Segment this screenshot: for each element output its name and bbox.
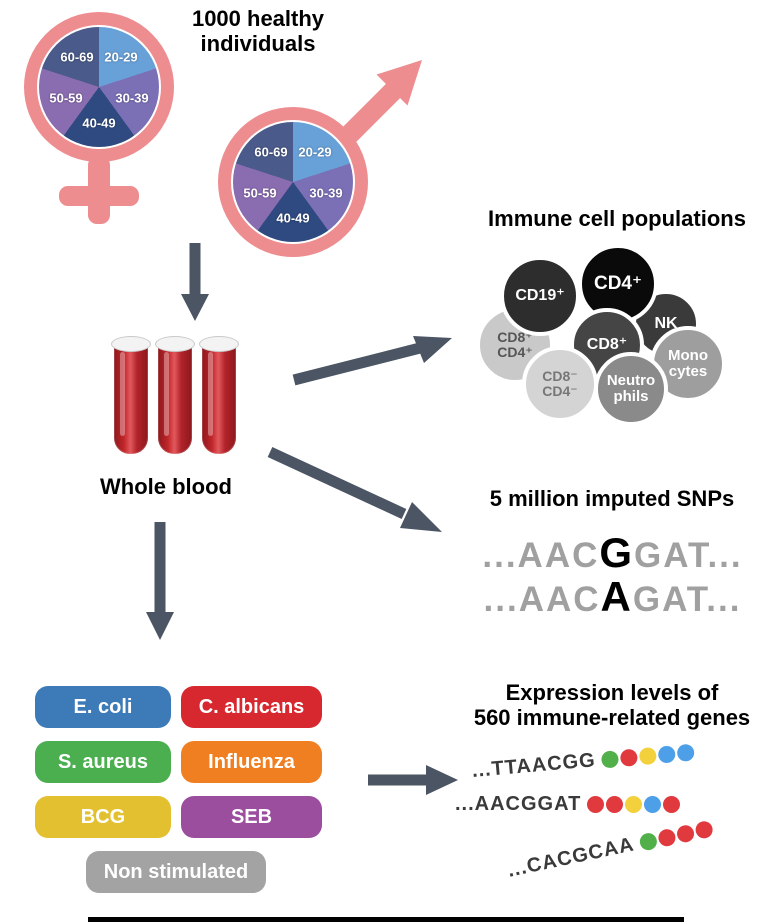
arrow-stimuli-to-expression: [368, 765, 458, 795]
bottom-border: [88, 917, 684, 922]
male-age-pie: 20-29 30-39 40-49 50-59 60-69: [233, 122, 353, 242]
expression-title: Expression levels of 560 immune-related …: [473, 680, 751, 731]
blood-tube: [111, 336, 151, 454]
snp-sequence-2: ...AACAGAT...: [440, 576, 771, 618]
stimulus-label: E. coli: [73, 695, 133, 718]
expression-sequence: ...AACGGAT: [455, 793, 582, 815]
male-symbol-arrow: [340, 60, 422, 144]
immune-cells-title: Immune cell populations: [488, 206, 746, 231]
expression-dot: [663, 796, 681, 813]
expression-row: ...CACGCAA: [506, 817, 715, 883]
age-label-20-29: 20-29: [104, 49, 138, 65]
snp-seq-prefix: ...AAC: [483, 580, 601, 619]
arrow-blood-to-stimuli: [146, 522, 174, 640]
expression-dot: [619, 748, 639, 767]
age-label-20-29: 20-29: [298, 144, 332, 160]
expression-dot: [600, 750, 620, 769]
snp-seq-prefix: ...AAC: [482, 536, 600, 575]
snp-variant-allele: G: [599, 529, 635, 576]
cell-label: CD8⁺ CD4⁺: [497, 329, 533, 360]
blood-tube: [199, 336, 239, 454]
whole-blood-label: Whole blood: [100, 474, 232, 499]
snp-variant-allele: A: [600, 573, 633, 620]
expression-dot-strip: [638, 819, 715, 852]
stimulus-label: SEB: [230, 805, 273, 828]
stimulus-label: Non stimulated: [103, 860, 249, 883]
snp-sequence-1: ...AACGGAT...: [440, 532, 771, 574]
expression-sequence: ...CACGCAA: [505, 833, 637, 882]
expression-sequence: ...TTAACGG: [470, 749, 597, 782]
cell-label: NK: [654, 314, 678, 332]
cell-label: CD4⁺: [593, 273, 643, 295]
stimulus-non-stimulated: Non stimulated: [86, 851, 266, 893]
expression-dot: [606, 796, 624, 813]
cell-label: CD19⁺: [515, 286, 565, 304]
snps-title: 5 million imputed SNPs: [489, 486, 735, 511]
age-label-30-39: 30-39: [115, 90, 149, 106]
expression-dot: [676, 743, 695, 763]
stimulus-e-coli: E. coli: [35, 686, 171, 728]
arrow-individuals-to-blood: [181, 243, 209, 321]
expression-dot: [657, 745, 677, 764]
expression-dot: [644, 796, 662, 813]
age-label-40-49: 40-49: [82, 115, 116, 131]
expression-dot-strip: [587, 796, 681, 813]
expression-dot: [625, 796, 643, 813]
cell-cd8neg-cd4neg: CD8⁻ CD4⁻: [522, 346, 598, 422]
expression-dot: [638, 746, 658, 766]
male-ring: 20-29 30-39 40-49 50-59 60-69: [218, 107, 368, 257]
age-label-40-49: 40-49: [276, 210, 310, 226]
cell-cd19: CD19⁺: [500, 256, 580, 336]
expression-dot: [693, 819, 715, 840]
arrow-blood-to-cells: [292, 336, 452, 386]
cell-label: CD8⁺: [586, 335, 628, 353]
blood-tube: [155, 336, 195, 454]
cell-label: Neutro phils: [606, 372, 656, 405]
cell-label: CD8⁻ CD4⁻: [542, 368, 578, 399]
snp-seq-suffix: GAT...: [632, 580, 742, 619]
female-age-pie: 20-29 30-39 40-49 50-59 60-69: [39, 27, 159, 147]
stimulus-label: Influenza: [208, 750, 295, 773]
arrow-blood-to-snps: [267, 447, 442, 532]
expression-row: ...AACGGAT: [455, 793, 681, 816]
expression-dot: [638, 831, 659, 852]
cell-label: Mono cytes: [668, 347, 708, 380]
expression-dot: [675, 823, 696, 844]
age-label-50-59: 50-59: [243, 185, 277, 201]
stimulus-bcg: BCG: [35, 796, 171, 838]
stimulus-c-albicans: C. albicans: [181, 686, 322, 728]
stimulus-label: S. aureus: [57, 750, 149, 773]
stimulus-influenza: Influenza: [181, 741, 322, 783]
age-label-50-59: 50-59: [49, 90, 83, 106]
expression-dot-strip: [600, 743, 695, 769]
expression-dot: [587, 796, 605, 813]
expression-dot: [656, 827, 677, 848]
expression-row: ...TTAACGG: [471, 741, 695, 783]
figure-title: 1000 healthy individuals: [191, 6, 325, 57]
age-label-60-69: 60-69: [254, 144, 288, 160]
stimulus-label: BCG: [80, 805, 126, 828]
age-label-60-69: 60-69: [60, 49, 94, 65]
snp-seq-suffix: GAT...: [634, 536, 743, 575]
female-ring: 20-29 30-39 40-49 50-59 60-69: [24, 12, 174, 162]
stimulus-seb: SEB: [181, 796, 322, 838]
stimulus-s-aureus: S. aureus: [35, 741, 171, 783]
female-symbol-crossbar: [59, 186, 139, 206]
age-label-30-39: 30-39: [309, 185, 343, 201]
cell-neutrophils: Neutro phils: [594, 352, 668, 426]
stimulus-label: C. albicans: [198, 695, 305, 718]
